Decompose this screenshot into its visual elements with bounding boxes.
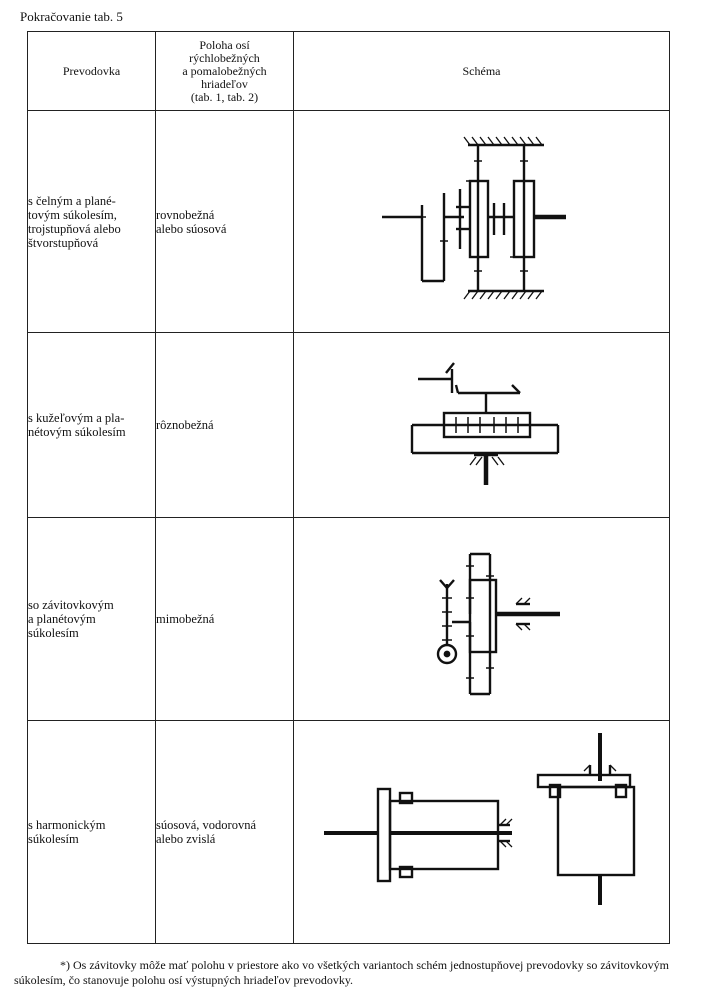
schema-cell bbox=[293, 110, 670, 333]
gearbox-type-cell: s čelným a plané- tovým súkolesím, trojs… bbox=[27, 110, 156, 333]
gearbox-type-cell: s kužeľovým a pla- nétovým súkolesím bbox=[27, 332, 156, 518]
table-row: so závitovkovým a planétovým súkolesím m… bbox=[27, 517, 670, 721]
schema-cell bbox=[293, 517, 670, 721]
schema-cell bbox=[293, 332, 670, 518]
table-row: s harmonickým súkolesím súosová, vodorov… bbox=[27, 720, 670, 944]
table-header-row: Prevodovka Poloha osí rýchlobežných a po… bbox=[27, 31, 670, 111]
gearbox-type-cell: so závitovkovým a planétovým súkolesím bbox=[27, 517, 156, 721]
header-gearbox: Prevodovka bbox=[27, 31, 156, 111]
axis-position-cell: súosová, vodorovná alebo zvislá bbox=[155, 720, 294, 944]
header-axis-position: Poloha osí rýchlobežných a pomalobežných… bbox=[155, 31, 294, 111]
table-row: s kužeľovým a pla- nétovým súkolesím rôz… bbox=[27, 332, 670, 518]
footnote: *) Os závitovky môže mať polohu v priest… bbox=[14, 958, 669, 987]
harmonic-gear-schematic bbox=[324, 733, 636, 905]
gearbox-table: Prevodovka Poloha osí rýchlobežných a po… bbox=[27, 31, 670, 944]
axis-position-cell: rôznobežná bbox=[155, 332, 294, 518]
axis-position-cell: rovnobežná alebo súosová bbox=[155, 110, 294, 333]
table-row: s čelným a plané- tovým súkolesím, trojs… bbox=[27, 110, 670, 333]
worm-planetary-gear-schematic bbox=[436, 552, 560, 696]
gearbox-type-cell: s harmonickým súkolesím bbox=[27, 720, 156, 944]
planetary-spur-gear-schematic bbox=[382, 136, 566, 300]
axis-position-cell: mimobežná bbox=[155, 517, 294, 721]
bevel-planetary-gear-schematic bbox=[410, 362, 560, 485]
schema-cell bbox=[293, 720, 670, 944]
table-caption: Pokračovanie tab. 5 bbox=[20, 9, 123, 24]
header-schema: Schéma bbox=[293, 31, 670, 111]
